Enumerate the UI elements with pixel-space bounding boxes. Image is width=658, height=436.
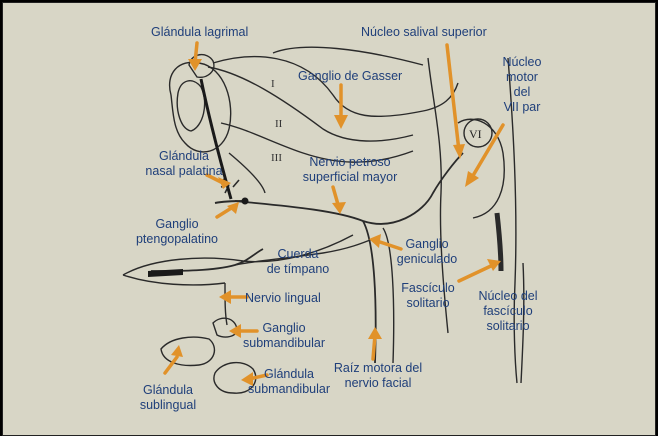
roman-i: I: [271, 78, 275, 90]
arrowhead-fasciculo: [487, 259, 501, 271]
tongue-lower: [122, 274, 226, 286]
label-ganglio-geniculado: Ganglio geniculado: [396, 237, 458, 266]
label-glandula-submandibular: Glándula submandibular: [248, 367, 330, 396]
submandibular-small: [212, 317, 238, 338]
brainstem-left: [427, 57, 449, 334]
petrosal-nerve: [234, 152, 464, 225]
arrowhead-pterigopalatino: [227, 202, 239, 214]
roman-vi: VI: [469, 127, 482, 141]
label-nucleo-salival-superior: Núcleo salival superior: [361, 25, 487, 39]
arrowhead-geniculado: [369, 234, 381, 248]
label-ganglio-pterigopalatino: Ganglio ptengopalatino: [135, 217, 219, 246]
arrowhead-glandula-sub: [241, 372, 253, 386]
arrowhead-lingual: [219, 290, 231, 304]
label-nervio-petroso: Nervio petroso superficial mayor: [302, 155, 398, 184]
label-ganglio-gasser: Ganglio de Gasser: [298, 69, 403, 83]
arrow-geniculado: [375, 239, 403, 251]
label-cuerda-timpano: Cuerda de tímpano: [266, 247, 330, 276]
upper-skull-curve: [272, 46, 424, 66]
arrow-heads: [171, 59, 501, 386]
arrowhead-ganglio-sub: [229, 324, 241, 338]
label-glandula-sublingual: Glándula sublingual: [139, 383, 197, 412]
eye-outline: [168, 61, 232, 153]
lingual-nerve: [150, 248, 264, 272]
arrow-fasciculo-solitario: [457, 263, 495, 283]
ganglion-branch: [224, 282, 228, 326]
trigeminal-branch-3: [228, 152, 266, 194]
label-nervio-lingual: Nervio lingual: [245, 291, 321, 305]
sublingual-gland: [160, 336, 216, 367]
label-raiz-motora: Raíz motora del nervio facial: [333, 361, 423, 390]
label-nucleo-fasciculo-solitario: Núcleo del fascículo solitario: [478, 289, 538, 333]
label-glandula-nasal-palatina: Glándula nasal palatina: [145, 149, 223, 178]
tongue-dark-tip: [148, 269, 183, 277]
label-ganglio-submandibular: Ganglio submandibular: [243, 321, 325, 350]
arrow-nucleo-motor: [469, 123, 505, 181]
right-margin: [520, 262, 525, 384]
gasser-outline: [212, 55, 459, 118]
pterygopalatine-line: [214, 200, 246, 204]
label-glandula-lagrimal: Glándula lagrimal: [151, 25, 249, 39]
arrowhead-raiz: [368, 327, 382, 339]
arrowhead-lagrimal: [188, 59, 202, 71]
trigeminal-branch-2: [220, 122, 414, 163]
label-nucleo-motor-vii: Núcleo motor del VII par: [502, 55, 542, 114]
roman-iii: III: [271, 152, 282, 164]
label-fasciculo-solitario: Fascículo solitario: [401, 281, 455, 310]
pterygopalatine-node: [241, 197, 249, 205]
arrowhead-petroso: [332, 202, 346, 214]
arrowhead-nucleo-salival: [453, 144, 465, 159]
eye-inner: [176, 80, 206, 132]
arrowhead-sublingual: [171, 345, 183, 357]
pointer-arrows: [163, 41, 505, 381]
submandibular-gland-shape: [213, 362, 257, 394]
arrowhead-nasal-palatina: [218, 177, 231, 189]
chorda-tympani: [234, 237, 376, 266]
arrowhead-nucleo-motor: [465, 171, 479, 187]
brainstem-right: [507, 57, 518, 384]
vi-nucleus: [463, 118, 493, 148]
facial-nerve-second: [382, 227, 395, 364]
arrow-sublingual: [163, 355, 179, 375]
trigeminal-branch-1: [207, 66, 414, 142]
solitary-fasciculus: [494, 212, 504, 272]
roman-ii: II: [275, 118, 283, 130]
arrowhead-gasser: [334, 115, 348, 129]
nerve-drawing: I II III VI: [122, 41, 525, 394]
arrow-nucleo-salival: [445, 43, 461, 153]
